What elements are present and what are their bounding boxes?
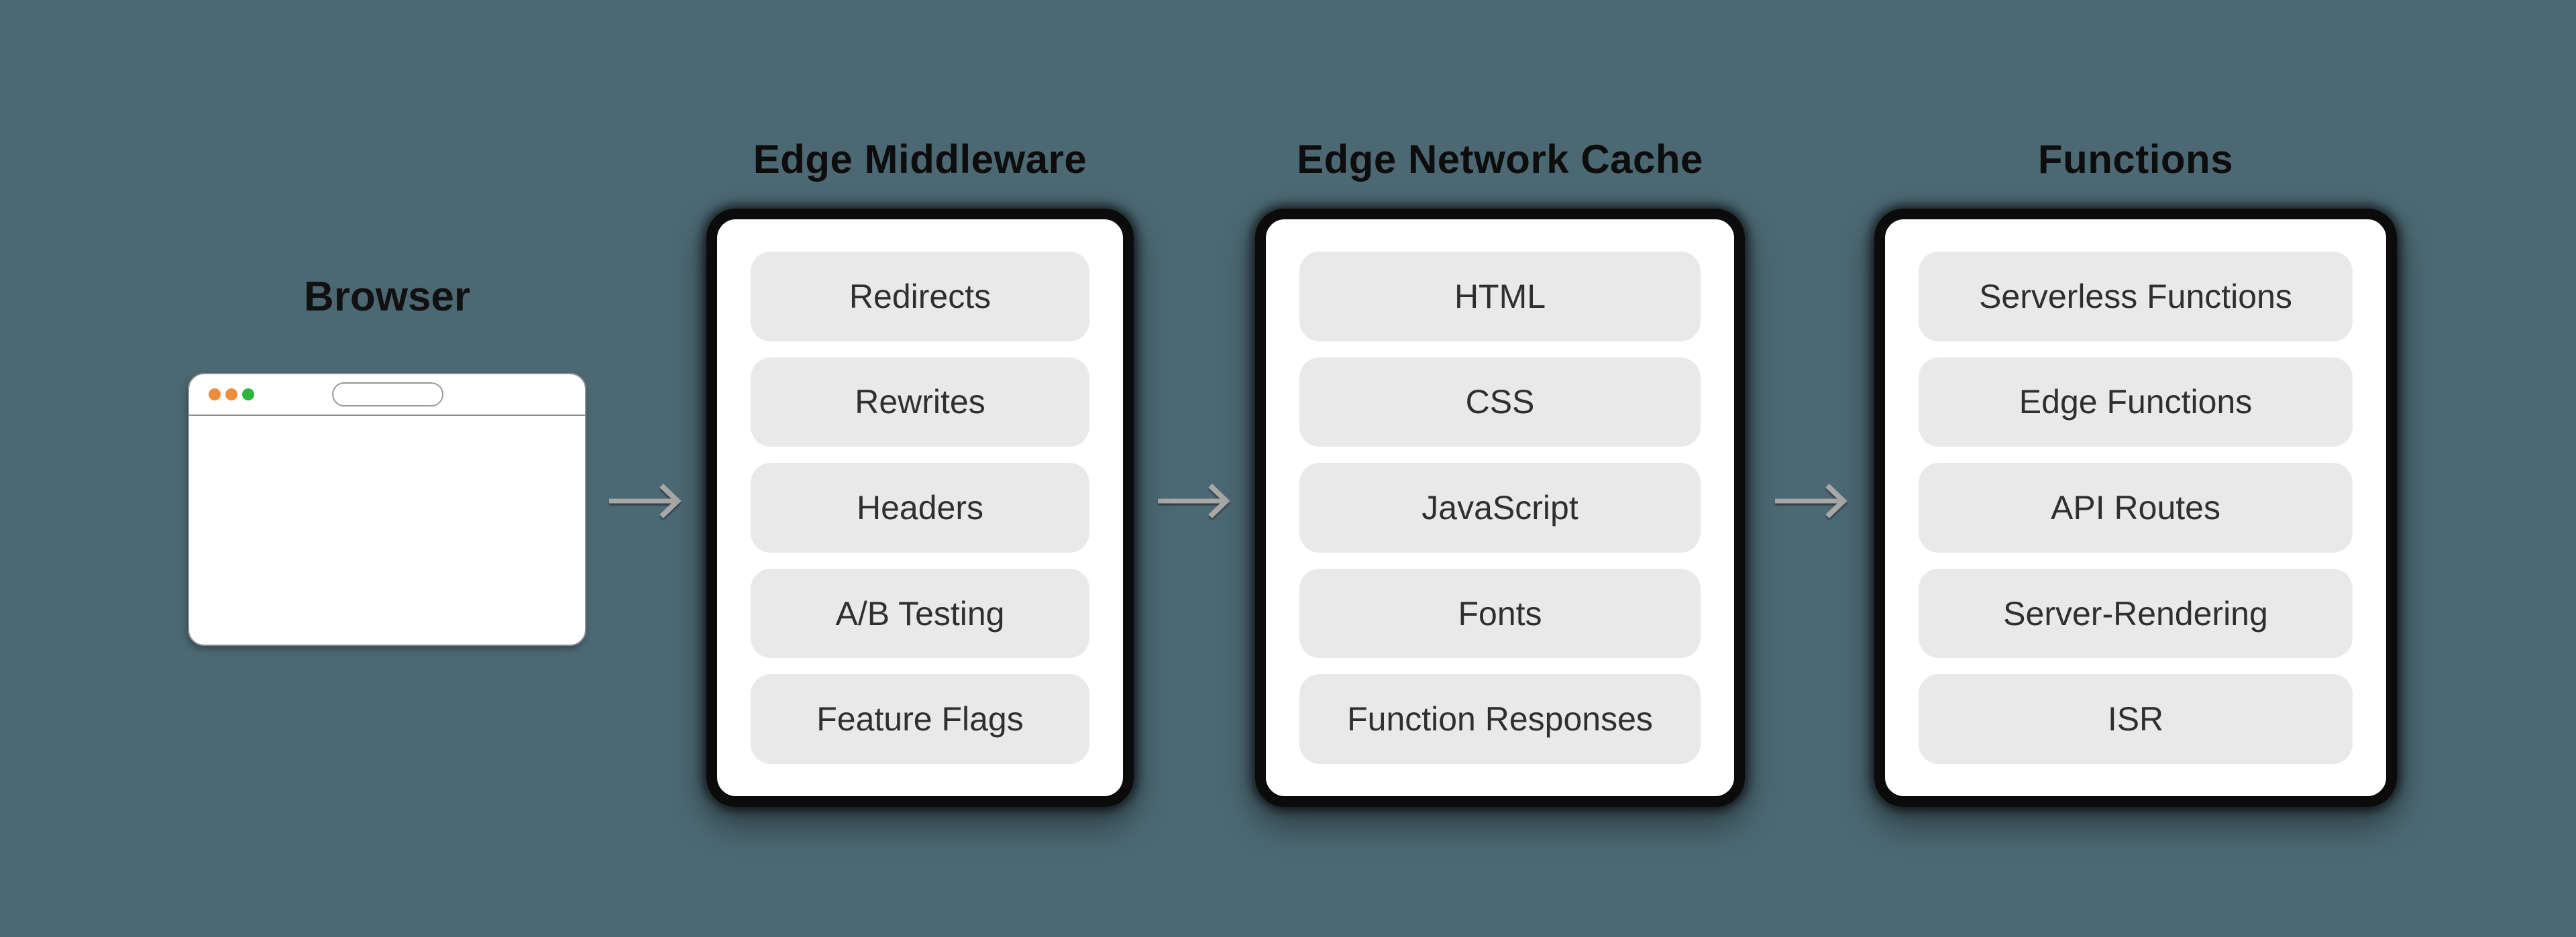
pill-api-routes: API Routes — [1919, 463, 2353, 553]
window-control-dot-icon — [225, 388, 237, 400]
pill-server-rendering: Server-Rendering — [1919, 568, 2353, 659]
pill-css: CSS — [1299, 357, 1701, 447]
pill-isr: ISR — [1919, 674, 2353, 764]
pill-edge-functions: Edge Functions — [1919, 357, 2353, 447]
pill-fonts: Fonts — [1299, 568, 1701, 659]
pill-function-responses: Function Responses — [1299, 674, 1701, 764]
browser-titlebar — [189, 374, 585, 416]
pill-serverless-functions: Serverless Functions — [1919, 252, 2353, 341]
pill-ab-testing: A/B Testing — [751, 568, 1089, 659]
flow-arrow-browser-to-middleware — [608, 479, 695, 522]
panel-title-edge-middleware: Edge Middleware — [753, 137, 1087, 182]
pill-headers: Headers — [751, 463, 1089, 553]
url-bar — [332, 382, 443, 406]
panel-title-functions: Functions — [2037, 137, 2234, 182]
window-control-dot-icon — [209, 388, 221, 400]
browser-window — [188, 373, 586, 646]
flow-arrow-middleware-to-cache — [1157, 479, 1244, 522]
pill-html: HTML — [1299, 252, 1701, 341]
panel-edge-middleware: Redirects Rewrites Headers A/B Testing F… — [706, 209, 1134, 807]
window-control-dot-icon — [242, 388, 254, 400]
pill-javascript: JavaScript — [1299, 463, 1701, 553]
browser-viewport — [189, 416, 585, 647]
pill-redirects: Redirects — [751, 252, 1089, 341]
pill-feature-flags: Feature Flags — [751, 674, 1089, 764]
panel-functions: Serverless Functions Edge Functions API … — [1874, 209, 2397, 807]
panel-title-edge-network-cache: Edge Network Cache — [1297, 137, 1703, 182]
panel-edge-network-cache: HTML CSS JavaScript Fonts Function Respo… — [1255, 209, 1745, 807]
flow-arrow-cache-to-functions — [1774, 479, 1861, 522]
pill-rewrites: Rewrites — [751, 357, 1089, 447]
browser-section-title: Browser — [303, 274, 471, 320]
